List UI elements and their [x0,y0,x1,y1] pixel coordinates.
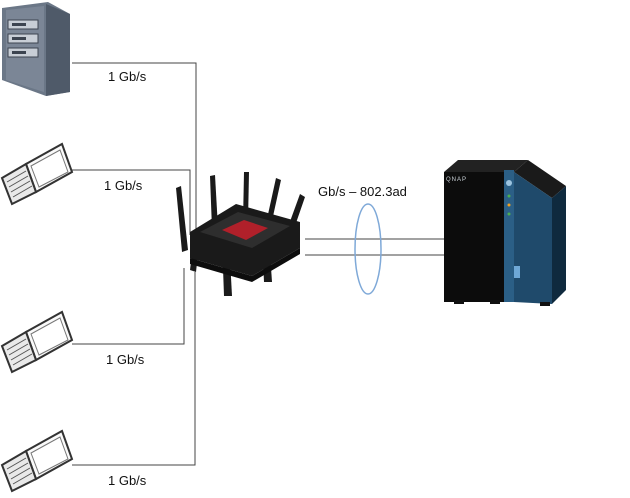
server-link-speed-label: 1 Gb/s [108,69,147,84]
laptop-icon [0,429,74,493]
aggregate-link-label: Gb/s – 802.3ad [318,184,407,199]
server-icon [2,2,70,96]
router-icon [176,172,305,296]
nas-icon [444,160,566,306]
laptop-3-link-speed-label: 1 Gb/s [108,473,147,488]
laptop-1-link-line [70,169,191,235]
lag-ellipse [354,203,382,295]
laptop-3-link-line [72,272,196,466]
server-link-line [72,62,197,230]
laptop-icon [0,142,74,206]
laptop-2-link-speed-label: 1 Gb/s [106,352,145,367]
laptop-icon [0,310,74,374]
laptop-1-link-speed-label: 1 Gb/s [104,178,143,193]
connection-lines [70,62,444,466]
nas-brand-label: QNAP [446,177,468,183]
laptop-2-link-line [72,268,185,345]
